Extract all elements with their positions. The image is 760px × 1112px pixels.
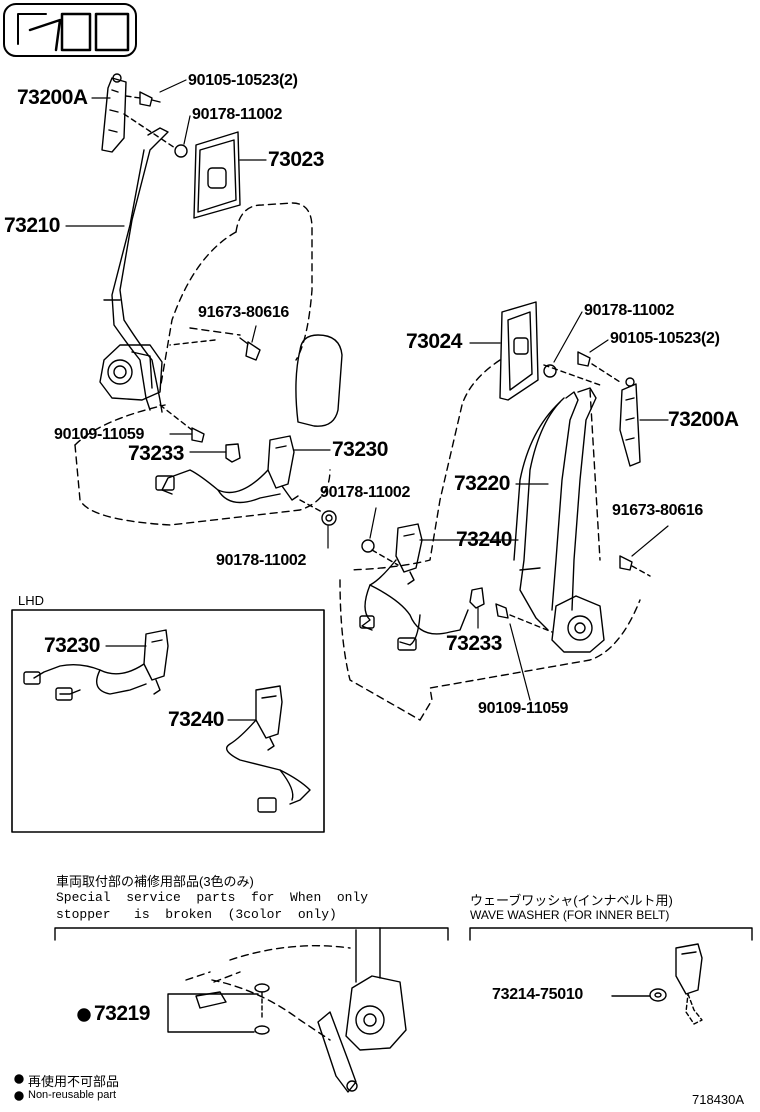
label-73230-lhd[interactable]: 73230 bbox=[44, 634, 100, 657]
bracket-special-parts bbox=[54, 927, 449, 941]
lhd-box bbox=[11, 609, 325, 833]
buckle-73230-lhd bbox=[23, 629, 169, 701]
wave-washer-en: WAVE WASHER (FOR INNER BELT) bbox=[470, 908, 670, 922]
bolt-91673-left bbox=[239, 337, 261, 361]
label-73230-main[interactable]: 73230 bbox=[332, 438, 388, 461]
label-73233-left[interactable]: 73233 bbox=[128, 442, 184, 465]
bolt-90105-top bbox=[139, 91, 161, 107]
non-reusable-jp: 再使用不可部品 bbox=[28, 1074, 120, 1089]
bolt-90109-right bbox=[495, 603, 509, 619]
label-91673-left[interactable]: 91673-80616 bbox=[198, 304, 290, 321]
label-73200a-left[interactable]: 73200A bbox=[17, 86, 88, 109]
nut-90178-left-bottom bbox=[321, 510, 337, 526]
label-73219[interactable]: 73219 bbox=[94, 1002, 150, 1025]
nut-90178-top bbox=[174, 144, 188, 158]
label-90178-left-bottom[interactable]: 90178-11002 bbox=[216, 552, 307, 569]
front-seat-right-outline bbox=[339, 359, 641, 721]
leader-lines bbox=[65, 79, 669, 721]
label-73214[interactable]: 73214-75010 bbox=[492, 986, 584, 1003]
height-adjuster-right bbox=[619, 377, 641, 467]
label-90178-top[interactable]: 90178-11002 bbox=[192, 106, 283, 123]
label-91673-right[interactable]: 91673-80616 bbox=[612, 502, 704, 519]
label-90105-top[interactable]: 90105-10523(2) bbox=[188, 72, 298, 89]
seat-bolster bbox=[295, 334, 343, 427]
buckle-73240-lhd bbox=[226, 685, 311, 813]
label-73023[interactable]: 73023 bbox=[268, 148, 324, 171]
seat-belt-73210 bbox=[103, 127, 169, 413]
label-90109-right[interactable]: 90109-11059 bbox=[478, 700, 569, 717]
nut-90178-right-top bbox=[543, 364, 557, 378]
model-badge-icon bbox=[3, 3, 137, 57]
non-reusable-en: Non-reusable part bbox=[28, 1089, 117, 1101]
label-73233-right[interactable]: 73233 bbox=[446, 632, 502, 655]
lhd-heading: LHD bbox=[18, 593, 45, 608]
seat-belt-73220 bbox=[513, 387, 597, 631]
cover-73023 bbox=[193, 131, 241, 219]
label-73240-main[interactable]: 73240 bbox=[456, 528, 512, 551]
bracket-wave-washer bbox=[469, 927, 753, 941]
bolt-91673-right bbox=[619, 555, 633, 571]
label-90105-right[interactable]: 90105-10523(2) bbox=[610, 330, 720, 347]
label-73210[interactable]: 73210 bbox=[4, 214, 60, 237]
clip-73233-left bbox=[225, 443, 241, 463]
special-stopper-illustration bbox=[167, 927, 407, 1093]
bolt-90105-right bbox=[577, 351, 591, 367]
label-73200a-right[interactable]: 73200A bbox=[668, 408, 739, 431]
label-73024[interactable]: 73024 bbox=[406, 330, 462, 353]
clip-73233-right bbox=[469, 587, 485, 609]
cover-73024 bbox=[499, 301, 539, 401]
special-parts-en-1: Special service parts for When only bbox=[56, 890, 369, 905]
wave-washer-jp: ウェーブワッシャ(インナベルト用) bbox=[470, 893, 673, 908]
front-seat-left-outline bbox=[74, 202, 331, 526]
special-parts-en-2: stopper is broken (3color only) bbox=[56, 907, 337, 922]
bolt-90109-left bbox=[191, 427, 205, 443]
buckle-73230-main bbox=[155, 435, 299, 504]
height-adjuster-left bbox=[101, 73, 127, 153]
legend-dot-jp bbox=[14, 1074, 24, 1084]
label-90109-left[interactable]: 90109-11059 bbox=[54, 426, 145, 443]
diagram-id: 718430A bbox=[692, 1092, 745, 1107]
label-73240-lhd[interactable]: 73240 bbox=[168, 708, 224, 731]
non-reusable-dot-73219 bbox=[77, 1008, 91, 1022]
nut-90178-mid bbox=[361, 539, 375, 553]
label-90178-right-top[interactable]: 90178-11002 bbox=[584, 302, 675, 319]
legend-dot-en bbox=[14, 1091, 24, 1101]
buckle-73240-main bbox=[359, 523, 469, 651]
label-73220[interactable]: 73220 bbox=[454, 472, 510, 495]
label-90178-mid[interactable]: 90178-11002 bbox=[320, 484, 411, 501]
retractor-left bbox=[99, 344, 163, 401]
retractor-right bbox=[551, 595, 605, 653]
wave-washer-illustration bbox=[611, 943, 703, 1025]
special-parts-jp: 車両取付部の補修用部品(3色のみ) bbox=[56, 874, 254, 889]
